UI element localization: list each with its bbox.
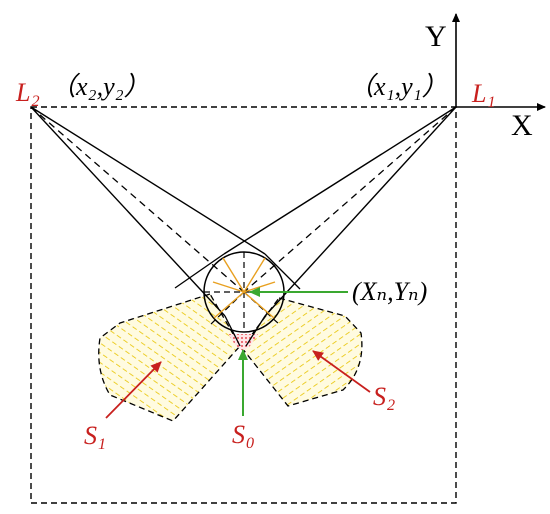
region-s2-label: S2 (373, 382, 396, 415)
tangent-extension (174, 253, 225, 289)
region-s0-label: S0 (232, 420, 255, 453)
point-l1-label: L1 (472, 79, 496, 112)
tangent-line (223, 106, 457, 255)
boundary-box (30, 106, 457, 504)
s2-pointer-arrow (312, 350, 371, 393)
tangent-line (30, 106, 266, 255)
center-coordinates-label: (Xₙ,Yₙ) (352, 277, 428, 306)
tangent-line (264, 106, 457, 317)
y-axis-label: Y (425, 20, 447, 53)
point-l2-coordinates: （x₂,y₂） (50, 72, 150, 101)
center-line (209, 291, 245, 326)
point-l1-coordinates: （x₁,y₁） (348, 72, 448, 101)
tangent-extension (264, 253, 301, 290)
x-axis-label: X (511, 109, 533, 142)
region-s2 (241, 297, 363, 407)
region-s1-label: S1 (84, 421, 107, 454)
point-l2-label: L2 (16, 78, 40, 111)
s1-pointer-arrow (105, 361, 162, 419)
center-line (30, 106, 245, 293)
center-line (243, 106, 457, 293)
tangent-line (30, 106, 226, 317)
